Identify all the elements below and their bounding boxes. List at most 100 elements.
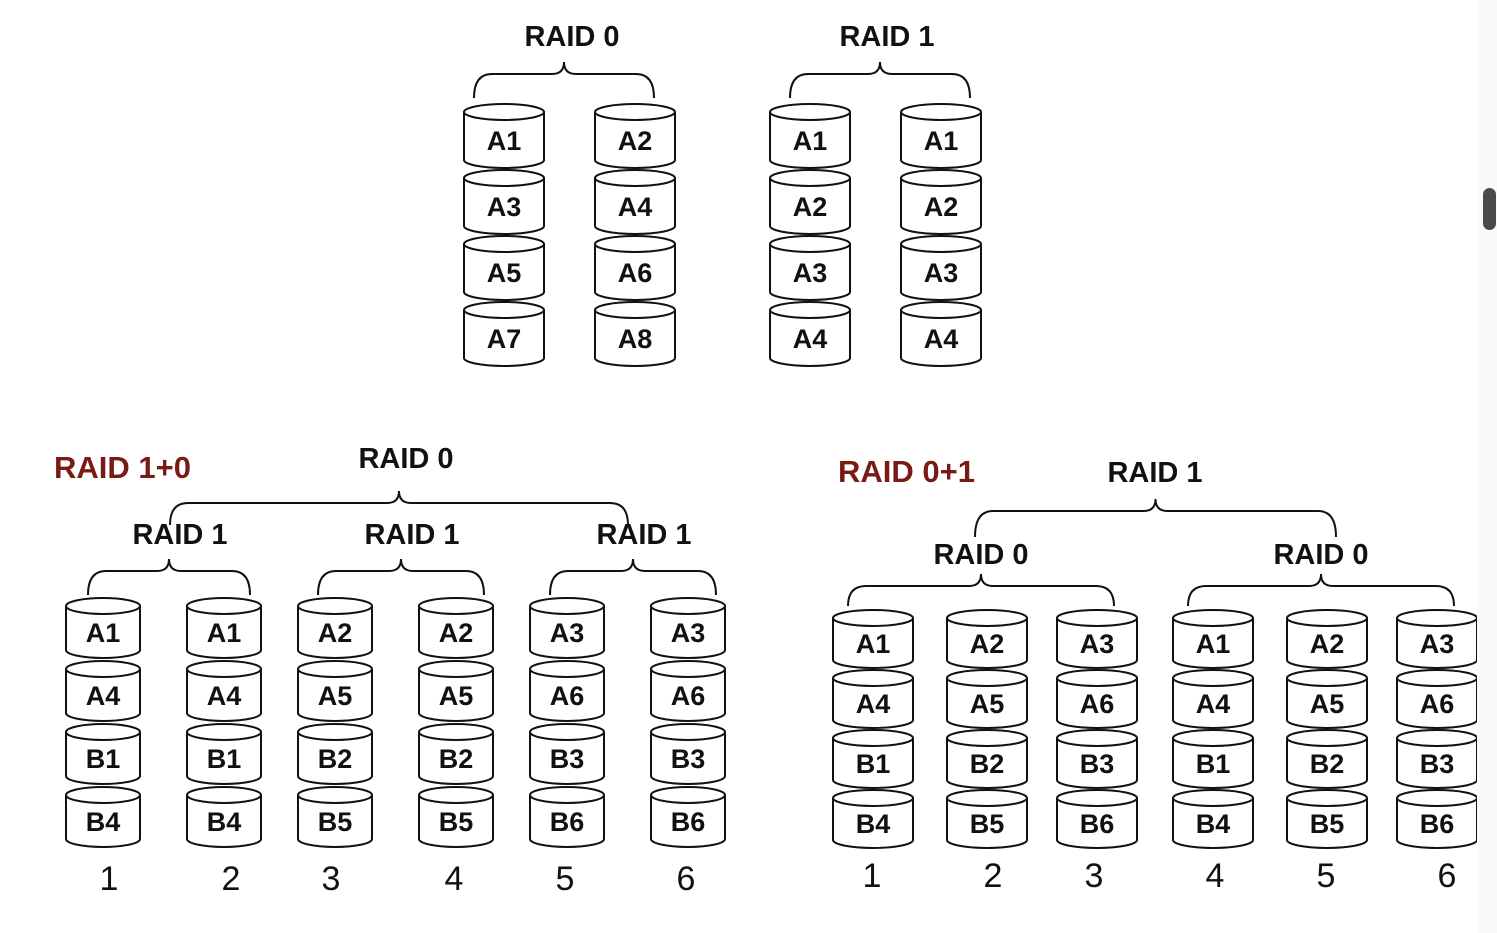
disk-label: B4 xyxy=(856,809,891,839)
raid10-col6-disk-3: B3 xyxy=(650,723,726,785)
disk-label: B1 xyxy=(856,749,891,779)
scrollbar-thumb[interactable] xyxy=(1483,188,1496,230)
disk-top xyxy=(463,235,545,253)
raid01-col1-disk-4: B4 xyxy=(832,789,914,849)
disk-body xyxy=(1056,798,1138,849)
raid10-group-label-1: RAID 1 xyxy=(132,519,227,551)
disk-body xyxy=(1172,798,1254,849)
disk-body xyxy=(1396,738,1478,789)
raid1-top-title: RAID 1 xyxy=(839,21,934,53)
disk-body xyxy=(1172,678,1254,729)
disk-label: A1 xyxy=(793,126,828,156)
disk-label: B5 xyxy=(318,807,353,837)
raid10-disk-number-5: 5 xyxy=(556,860,575,898)
raid10-group-brace-2 xyxy=(317,558,485,596)
disk-body xyxy=(769,178,851,235)
raid0-top-title: RAID 0 xyxy=(524,21,619,53)
raid01-title: RAID 0+1 xyxy=(838,454,975,489)
disk-top xyxy=(529,660,605,678)
disk-body xyxy=(1056,738,1138,789)
disk-top xyxy=(529,723,605,741)
disks-layer: A1A3A5A7A2A4A6A8A1A2A3A4A1A2A3A4A1A4B1B4… xyxy=(65,103,1478,849)
disk-top xyxy=(418,786,494,804)
disk-top xyxy=(769,103,851,121)
disk-top xyxy=(1396,789,1478,807)
disk-label: A1 xyxy=(924,126,959,156)
disk-body xyxy=(832,798,914,849)
disk-label: A4 xyxy=(793,324,828,354)
raid10-group-label-2: RAID 1 xyxy=(364,519,459,551)
disk-top xyxy=(594,235,676,253)
raid0-top-brace xyxy=(473,61,655,99)
disk-label: A5 xyxy=(318,681,353,711)
disk-top xyxy=(65,786,141,804)
disk-top xyxy=(186,786,262,804)
disk-body xyxy=(650,606,726,659)
raid10-col3-disk-2: A5 xyxy=(297,660,373,722)
scrollbar-track[interactable] xyxy=(1477,0,1497,933)
raid10-group-brace-3 xyxy=(549,558,717,596)
disk-top xyxy=(1396,669,1478,687)
raid1-top-col2-disk-4: A4 xyxy=(900,301,982,367)
raid10-col5-disk-2: A6 xyxy=(529,660,605,722)
disk-body xyxy=(529,732,605,785)
disk-top xyxy=(769,301,851,319)
disk-top xyxy=(1056,789,1138,807)
disk-label: A6 xyxy=(550,681,585,711)
raid10-col2-disk-4: B4 xyxy=(186,786,262,848)
raid10-col1-disk-2: A4 xyxy=(65,660,141,722)
disk-body xyxy=(946,678,1028,729)
disk-label: B4 xyxy=(1196,809,1231,839)
disk-top xyxy=(463,103,545,121)
raid10-col5-disk-1: A3 xyxy=(529,597,605,659)
raid01-col4-disk-3: B1 xyxy=(1172,729,1254,789)
raid10-disk-number-3: 3 xyxy=(322,860,341,898)
disk-top xyxy=(650,723,726,741)
disk-label: A3 xyxy=(1420,629,1455,659)
disk-body xyxy=(832,678,914,729)
disk-top xyxy=(297,786,373,804)
disk-label: A2 xyxy=(970,629,1005,659)
disk-label: A1 xyxy=(207,618,242,648)
raid01-col6-disk-2: A6 xyxy=(1396,669,1478,729)
disk-body xyxy=(650,669,726,722)
disk-top xyxy=(832,609,914,627)
disk-label: A2 xyxy=(924,192,959,222)
disk-label: A6 xyxy=(618,258,653,288)
disk-label: A4 xyxy=(86,681,121,711)
disk-label: A3 xyxy=(1080,629,1115,659)
disk-body xyxy=(1286,798,1368,849)
disk-label: A3 xyxy=(924,258,959,288)
disk-top xyxy=(1172,729,1254,747)
disk-top xyxy=(1396,609,1478,627)
disk-top xyxy=(900,169,982,187)
disk-body xyxy=(769,310,851,367)
disk-label: A1 xyxy=(487,126,522,156)
raid10-disk-number-4: 4 xyxy=(445,860,464,898)
raid10-col2-disk-3: B1 xyxy=(186,723,262,785)
disk-top xyxy=(186,723,262,741)
disk-body xyxy=(946,618,1028,669)
disk-top xyxy=(769,169,851,187)
disk-body xyxy=(418,732,494,785)
disk-body xyxy=(1286,618,1368,669)
raid01-col3-disk-3: B3 xyxy=(1056,729,1138,789)
disk-top xyxy=(297,723,373,741)
disk-top xyxy=(297,597,373,615)
raid01-col3-disk-2: A6 xyxy=(1056,669,1138,729)
disk-body xyxy=(1286,678,1368,729)
disk-body xyxy=(297,795,373,848)
raid01-col4-disk-2: A4 xyxy=(1172,669,1254,729)
disk-body xyxy=(769,244,851,301)
disk-body xyxy=(594,310,676,367)
raid10-col4-disk-3: B2 xyxy=(418,723,494,785)
disk-label: A3 xyxy=(671,618,706,648)
raid10-title: RAID 1+0 xyxy=(54,450,191,485)
raid01-col3-disk-1: A3 xyxy=(1056,609,1138,669)
disk-label: B3 xyxy=(550,744,585,774)
raid01-col2-disk-1: A2 xyxy=(946,609,1028,669)
disk-body xyxy=(946,798,1028,849)
disk-body xyxy=(418,606,494,659)
disk-top xyxy=(900,103,982,121)
